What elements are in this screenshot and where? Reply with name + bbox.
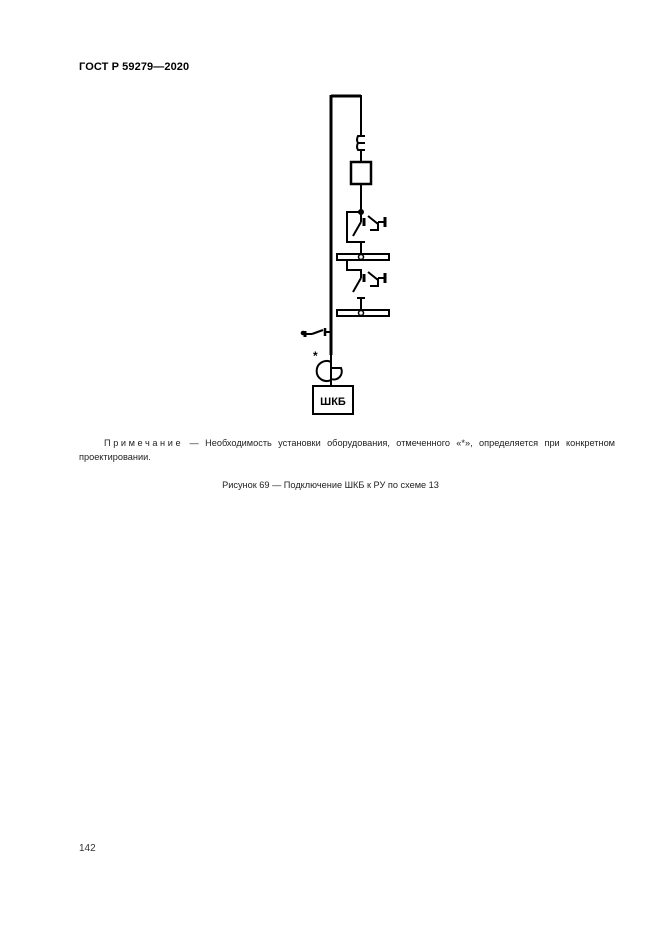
note-paragraph: Примечание — Необходимость установки обо…: [79, 436, 615, 464]
busbar-2: [336, 309, 390, 317]
current-transformer-icon: [315, 355, 343, 386]
figure-caption: Рисунок 69 — Подключение ШКБ к РУ по схе…: [222, 480, 439, 490]
shkb-label: ШКБ: [320, 396, 346, 408]
page-number: 142: [79, 843, 96, 854]
asterisk-marker: *: [313, 349, 318, 363]
reactor-icon: [356, 135, 365, 162]
busbar-1: [336, 253, 390, 261]
fuse-icon: [349, 160, 373, 186]
disconnector-earthing-switch-1: [346, 209, 387, 254]
main-conductor: [329, 94, 362, 355]
shkb-box: [312, 385, 354, 415]
earthing-switch-icon: [300, 328, 331, 337]
disconnector-earthing-switch-2: [346, 260, 387, 310]
single-line-diagram: * ШКБ: [300, 94, 390, 415]
document-header: ГОСТ Р 59279—2020: [79, 61, 190, 73]
note-text: — Необходимость установки оборудования, …: [79, 438, 615, 462]
note-label: Примечание: [104, 438, 184, 448]
